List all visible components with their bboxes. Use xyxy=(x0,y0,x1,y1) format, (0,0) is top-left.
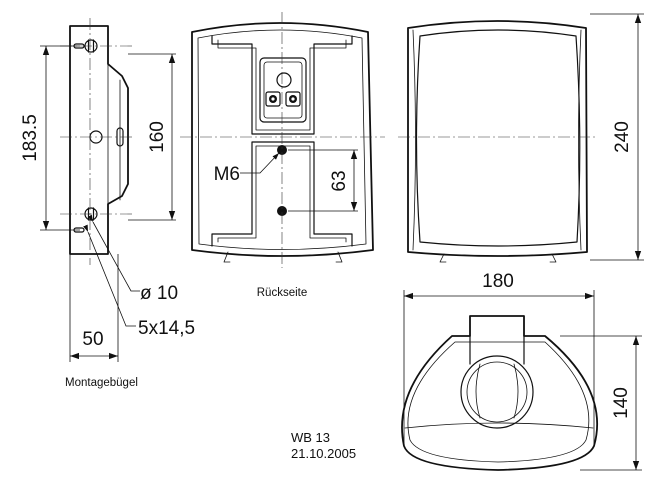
model-name: WB 13 xyxy=(291,430,330,445)
label-back: Rückseite xyxy=(257,287,308,299)
front-outline xyxy=(407,20,588,257)
drawing-date: 21.10.2005 xyxy=(291,446,356,461)
terminal-housing-inner xyxy=(263,61,303,119)
front-view: 240 xyxy=(398,13,644,263)
top-inner-outline xyxy=(407,341,590,463)
speaker-terminals xyxy=(265,91,301,107)
bracket-dimensions: 183.5 160 50 ø 10 5x14,5 Montagebügel xyxy=(20,45,195,389)
back-view: 63 M6 Rückseite xyxy=(180,12,385,299)
dim-bracket-width: 50 xyxy=(82,329,103,350)
dim-thread-spacing: 63 xyxy=(329,170,350,191)
title-block: WB 13 21.10.2005 xyxy=(291,430,356,461)
back-channel-upper-inner xyxy=(217,39,347,131)
top-mount-ring-outer xyxy=(460,355,534,429)
dim-thread: M6 xyxy=(214,164,240,185)
dim-width: 180 xyxy=(482,271,514,292)
back-feet xyxy=(223,251,343,263)
back-inner-outline xyxy=(197,29,367,250)
top-front-band xyxy=(404,422,594,429)
thread-insert-bottom xyxy=(277,206,287,216)
front-grille-edge xyxy=(412,29,582,251)
dim-slot-size: 5x14,5 xyxy=(138,318,195,339)
back-channel-lower xyxy=(211,141,353,247)
top-mount-ring-inner xyxy=(466,361,528,423)
front-grille xyxy=(415,29,581,247)
mounting-bracket-view xyxy=(60,18,135,265)
top-outline xyxy=(401,315,598,471)
bracket-outline xyxy=(69,25,129,255)
dim-hole-diameter: ø 10 xyxy=(140,283,178,304)
dim-depth: 140 xyxy=(611,387,632,419)
back-outline xyxy=(191,22,374,257)
dim-height: 240 xyxy=(612,121,633,153)
terminal-cable-entry xyxy=(276,72,292,88)
top-mount-cut xyxy=(475,363,519,419)
label-bracket: Montagebügel xyxy=(65,377,138,389)
top-view: 180 140 xyxy=(401,271,642,471)
dim-bracket-height: 160 xyxy=(147,121,168,153)
dim-bracket-hole-spacing: 183.5 xyxy=(20,114,41,162)
top-mount-neck xyxy=(469,335,525,365)
terminal-housing xyxy=(259,57,307,123)
front-feet xyxy=(439,253,557,263)
thread-insert-top xyxy=(277,145,287,155)
